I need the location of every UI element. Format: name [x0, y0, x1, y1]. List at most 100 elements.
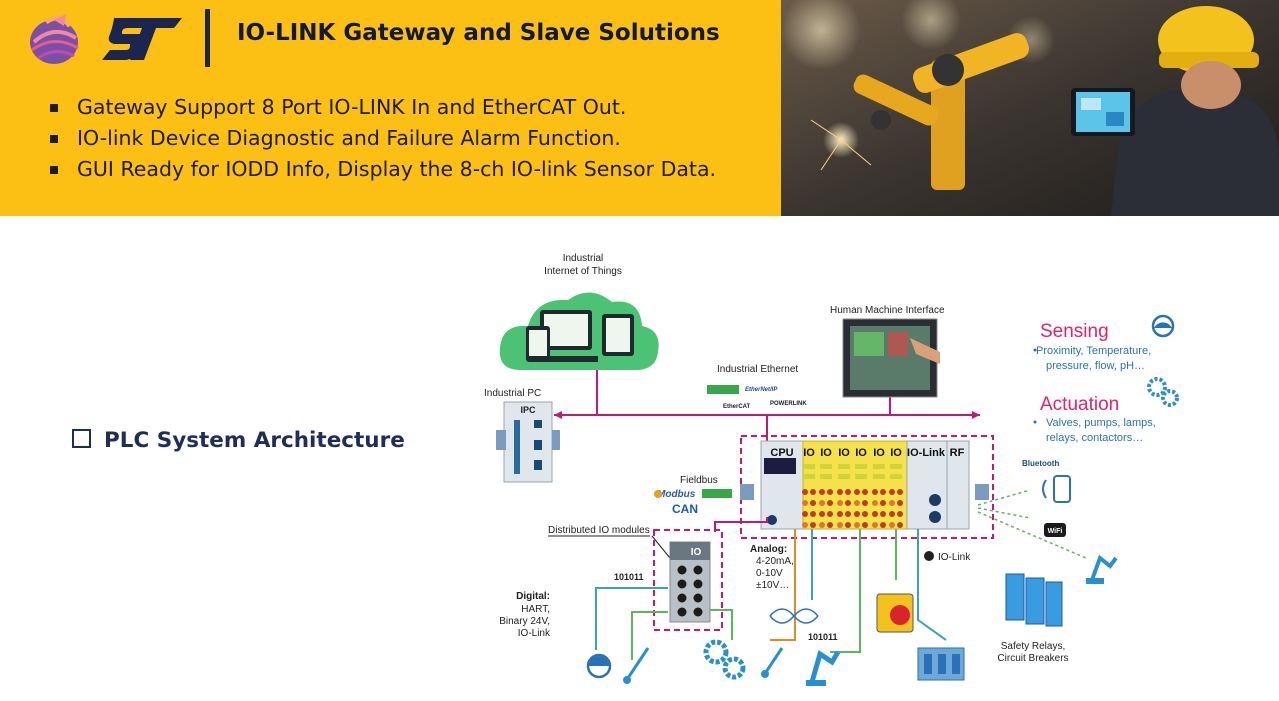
io-dot	[889, 511, 895, 517]
bullet-square-icon	[50, 104, 58, 112]
plc-module-label: IO	[873, 447, 885, 459]
list-item: GUI Ready for IODD Info, Display the 8-c…	[48, 154, 716, 185]
plc-module-label: IO	[855, 447, 867, 459]
io-dot	[827, 511, 833, 517]
safety-relay-icon	[1005, 573, 1063, 627]
io-led	[838, 464, 850, 469]
io-dot	[854, 500, 860, 506]
io-dot	[897, 489, 903, 495]
modbus-logo: Modbus	[657, 489, 696, 500]
io-led	[890, 474, 902, 479]
io-dot	[845, 500, 851, 506]
powerlink-logo: POWERLINK	[770, 401, 807, 407]
industrial-pc-label: Industrial PC	[484, 388, 541, 399]
io-led	[838, 474, 850, 479]
io-module-label: IO	[691, 547, 702, 558]
iiot-label: Industrial	[563, 253, 604, 264]
io-led	[873, 464, 885, 469]
io-dot	[889, 500, 895, 506]
valve-block-icon	[917, 647, 965, 681]
io-dot	[872, 511, 878, 517]
plc-dashed-frame	[740, 435, 994, 539]
io-dot	[827, 522, 833, 528]
globe-logo-icon	[30, 14, 79, 64]
list-item: IO-link Device Diagnostic and Failure Al…	[48, 123, 716, 154]
hmi-label: Human Machine Interface	[830, 305, 945, 316]
io-dot	[872, 489, 878, 495]
safety-label: Circuit Breakers	[997, 653, 1068, 664]
io-port-dot	[677, 593, 687, 603]
actuation-title: Actuation	[1040, 394, 1119, 415]
io-dot	[862, 522, 868, 528]
binary-code: 101011	[808, 632, 838, 642]
list-item: Gateway Support 8 Port IO-LINK In and Et…	[48, 92, 716, 123]
io-dot	[897, 522, 903, 528]
bullet-panel	[0, 75, 865, 216]
io-port-dot	[677, 565, 687, 575]
ipc-label: IPC	[520, 405, 536, 415]
io-dot	[872, 500, 878, 506]
actuation-text: relays, contactors…	[1046, 432, 1143, 444]
io-dot	[819, 522, 825, 528]
io-dot	[880, 522, 886, 528]
signal-wave-icon	[769, 608, 819, 624]
iolink-label: IO-Link	[938, 552, 971, 563]
io-dot	[880, 500, 886, 506]
io-led	[803, 464, 815, 469]
smartphone-icon	[1053, 475, 1071, 503]
binary-code: 101011	[614, 572, 644, 582]
io-dot	[854, 489, 860, 495]
io-dot	[810, 500, 816, 506]
io-dot	[862, 511, 868, 517]
hmi-panel	[842, 318, 940, 398]
io-dot	[862, 489, 868, 495]
plc-module-label: IO	[803, 447, 815, 459]
thermometer-icon	[623, 647, 650, 684]
digital-title: Digital:	[516, 591, 550, 602]
io-dot	[889, 489, 895, 495]
io-dot	[819, 500, 825, 506]
iiot-label: Internet of Things	[544, 266, 622, 277]
io-led	[890, 464, 902, 469]
plc-architecture-diagram: Industrial Internet of Things Industrial…	[484, 253, 1179, 686]
header-divider	[205, 9, 210, 67]
io-port-dot	[677, 579, 687, 589]
io-dot	[897, 511, 903, 517]
plc-module-label: IO	[820, 447, 832, 459]
wireless-robot-icon	[1086, 554, 1118, 584]
ethercat-logo: EtherCAT	[723, 404, 751, 410]
io-dot	[810, 522, 816, 528]
emergency-stop-icon	[876, 593, 914, 633]
actuation-text: Valves, pumps, lamps,	[1046, 417, 1156, 429]
section-heading: PLC System Architecture	[72, 428, 405, 453]
io-dot	[819, 489, 825, 495]
io-dot	[854, 511, 860, 517]
feature-list: Gateway Support 8 Port IO-LINK In and Et…	[48, 92, 716, 185]
ethernetip-logo: EtherNet/IP	[745, 387, 778, 393]
io-dot	[872, 522, 878, 528]
profibus-logo-icon	[702, 489, 732, 498]
analog-text: 0-10V	[756, 568, 783, 579]
factory-robot-photo	[781, 0, 1279, 216]
io-dot	[854, 522, 860, 528]
io-dot	[810, 489, 816, 495]
io-led	[820, 474, 832, 479]
io-dot	[880, 489, 886, 495]
io-dot	[889, 522, 895, 528]
io-led	[803, 474, 815, 479]
io-dot	[862, 500, 868, 506]
robot-arm-icon	[806, 650, 841, 686]
io-port-dot	[693, 579, 703, 589]
thermometer-icon	[761, 647, 784, 678]
digital-text: IO-Link	[518, 628, 551, 639]
io-dot	[802, 489, 808, 495]
sensing-text: pressure, flow, pH…	[1046, 360, 1145, 372]
io-module-dots	[677, 565, 703, 617]
io-dot	[837, 522, 843, 528]
plc-module-label: CPU	[770, 447, 793, 459]
ipc-device	[496, 401, 560, 483]
io-dot	[827, 489, 833, 495]
io-led	[855, 464, 867, 469]
digital-text: HART,	[521, 604, 550, 615]
analog-text: ±10V…	[756, 580, 789, 591]
